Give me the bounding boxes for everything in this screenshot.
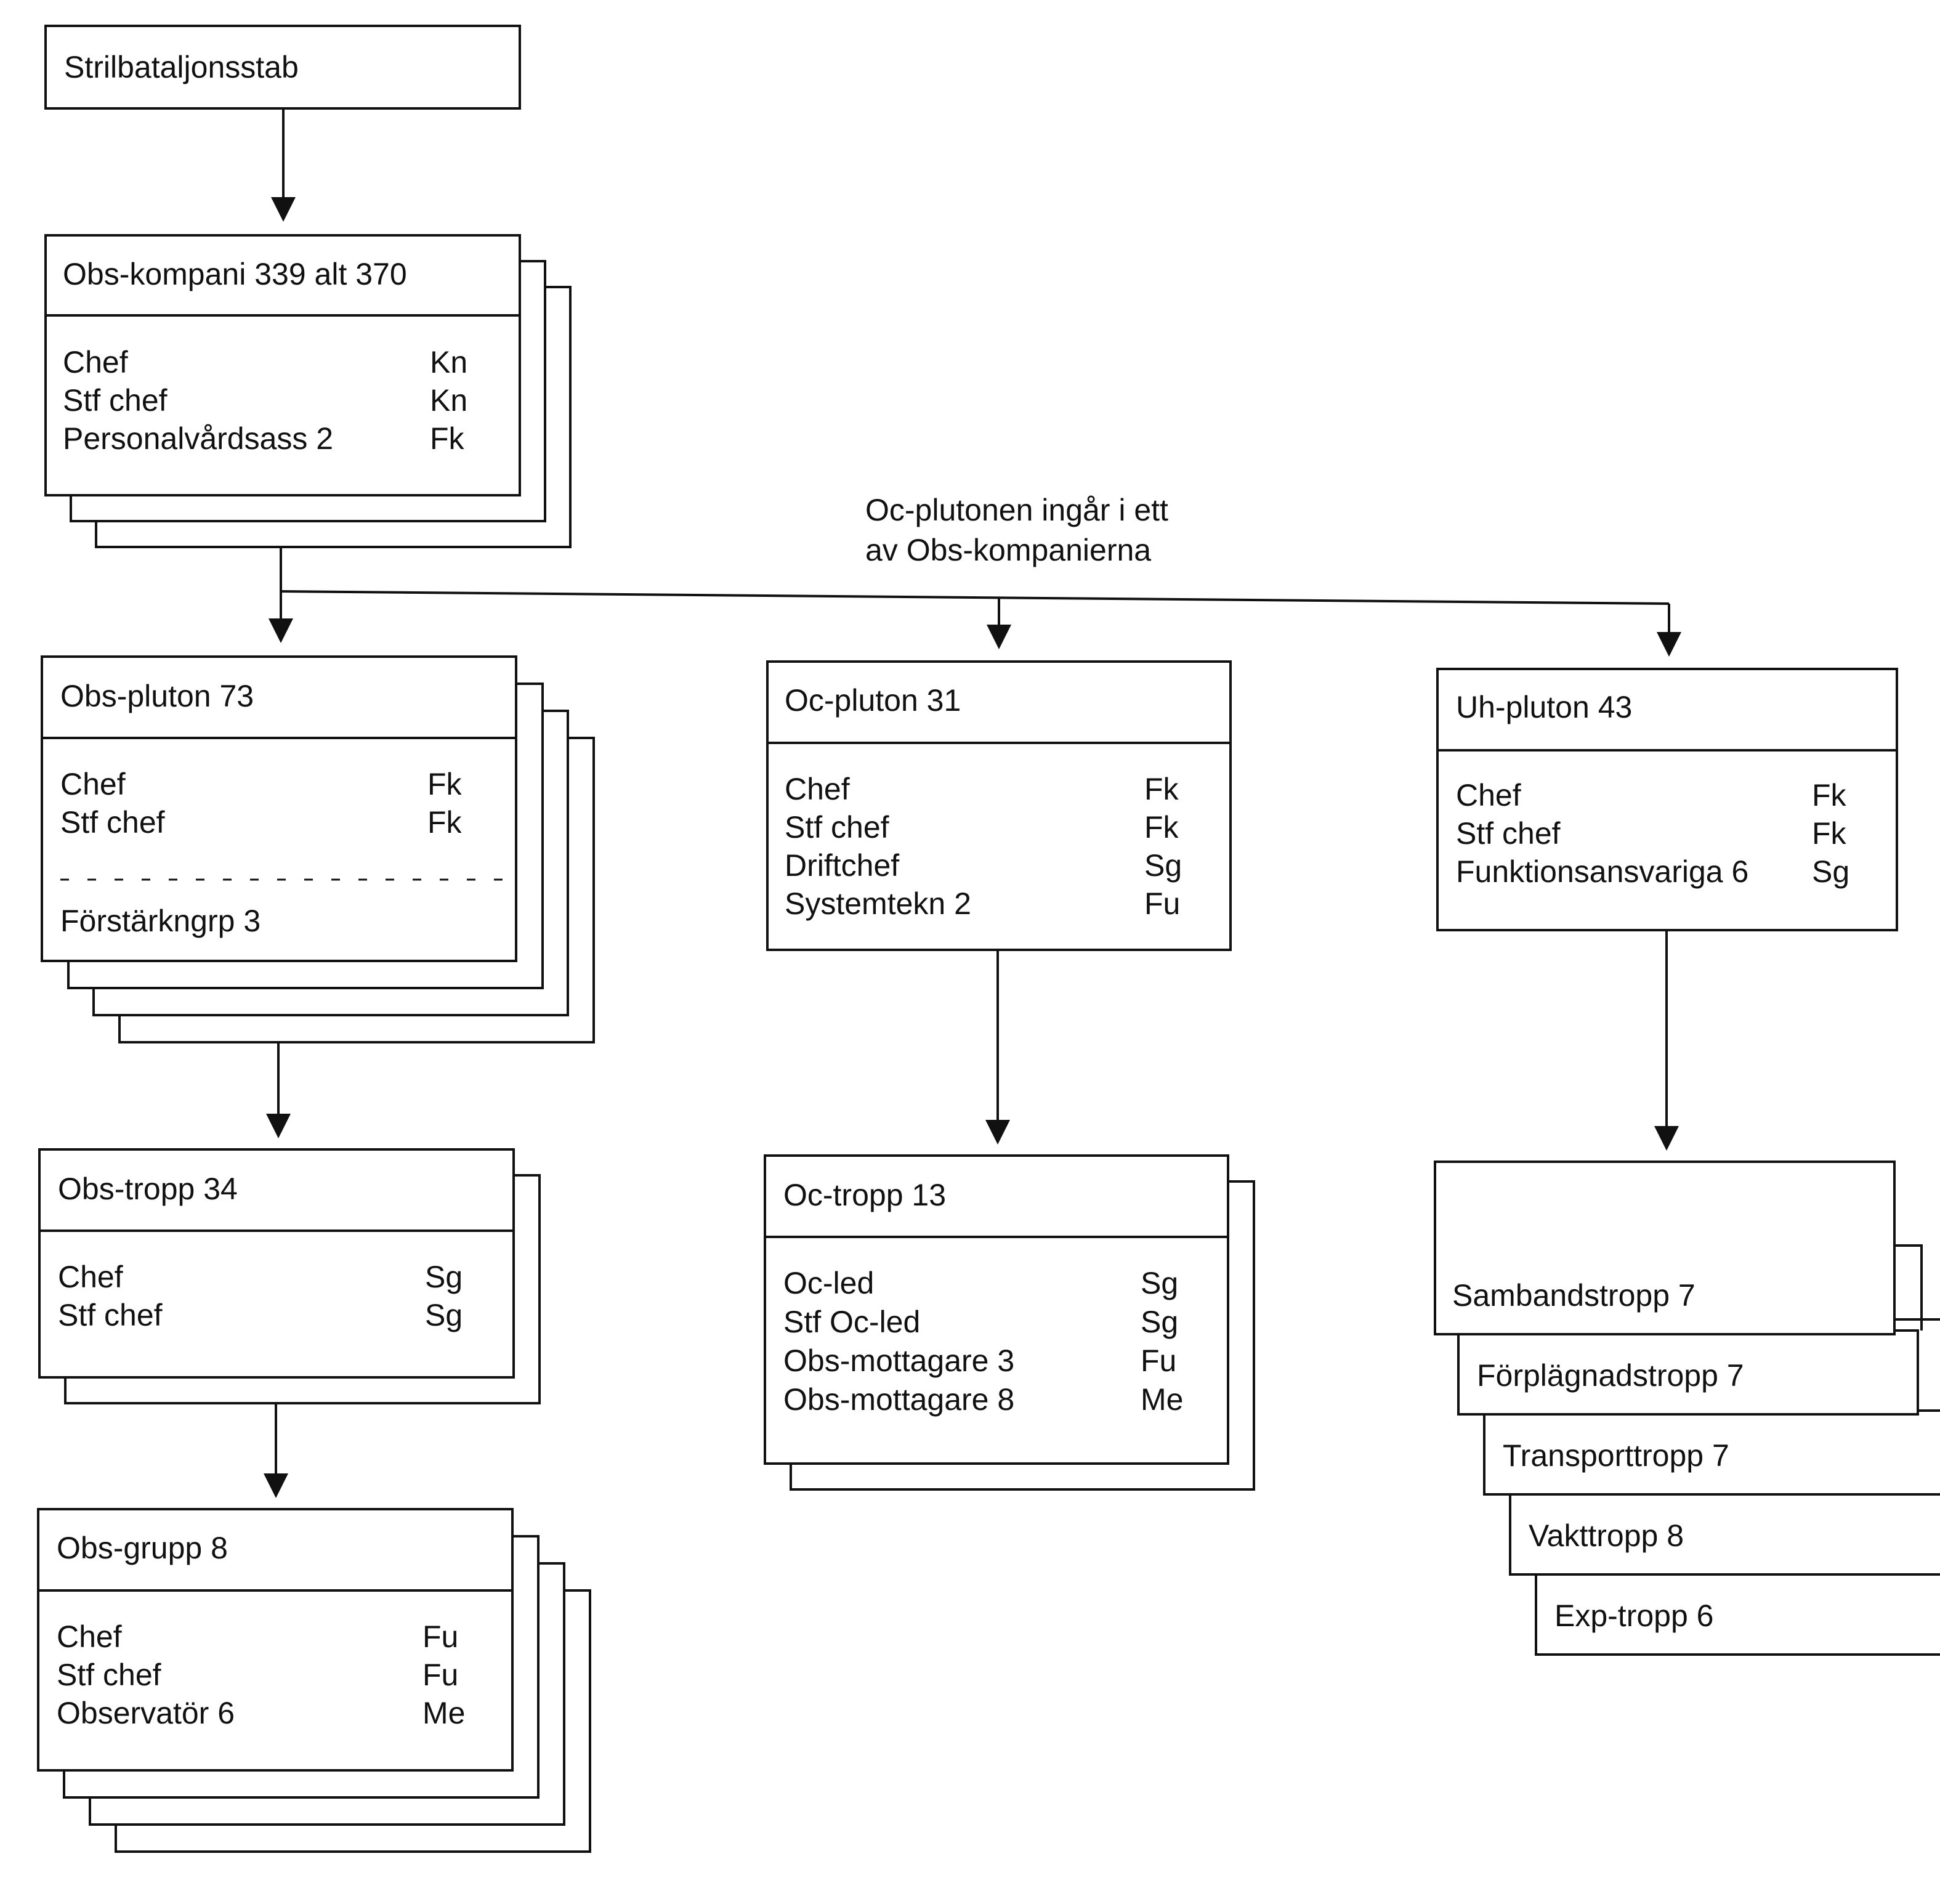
box-oc-tropp-role-1: Stf Oc-led bbox=[783, 1305, 920, 1339]
box-obs-tropp: Obs-tropp 34 Chef Sg Stf chef Sg bbox=[38, 1148, 541, 1404]
note: Oc-plutonen ingår i ett av Obs-kompanier… bbox=[865, 493, 1168, 567]
box-obs-grupp-rank-1: Fu bbox=[422, 1658, 458, 1692]
box-obs-grupp-role-2: Observatör 6 bbox=[57, 1696, 235, 1730]
box-obs-grupp-rank-2: Me bbox=[422, 1696, 465, 1730]
box-obs-kompani-role-0: Chef bbox=[63, 345, 128, 379]
box-uh-pluton-title: Uh-pluton 43 bbox=[1456, 690, 1632, 724]
box-oc-pluton-title: Oc-pluton 31 bbox=[785, 683, 961, 718]
box-obs-kompani-rank-2: Fk bbox=[430, 421, 465, 456]
box-oc-pluton-rank-3: Fu bbox=[1144, 886, 1180, 921]
box-obs-tropp-rank-0: Sg bbox=[425, 1260, 463, 1294]
box-oc-tropp-rank-3: Me bbox=[1141, 1382, 1183, 1417]
box-oc-tropp: Oc-tropp 13 Oc-led Sg Stf Oc-led Sg Obs-… bbox=[764, 1154, 1255, 1491]
box-uh-pluton-rank-0: Fk bbox=[1812, 778, 1847, 812]
branch-line bbox=[280, 590, 1670, 605]
box-obs-kompani-rank-1: Kn bbox=[430, 383, 467, 418]
box-obs-tropp-rank-1: Sg bbox=[425, 1298, 463, 1332]
uh-troop-3: Vakttropp 8 bbox=[1529, 1518, 1684, 1553]
box-uh-pluton-role-0: Chef bbox=[1456, 778, 1521, 812]
box-uh-pluton-role-1: Stf chef bbox=[1456, 816, 1561, 851]
uh-troop-4: Exp-tropp 6 bbox=[1554, 1598, 1713, 1633]
box-uh-pluton-rank-2: Sg bbox=[1812, 854, 1849, 889]
uh-troop-2: Transporttropp 7 bbox=[1503, 1438, 1729, 1473]
box-oc-tropp-rank-0: Sg bbox=[1141, 1266, 1178, 1300]
box-obs-pluton: Obs-pluton 73 Chef Fk Stf chef Fk Förstä… bbox=[41, 655, 595, 1043]
box-obs-pluton-role-1: Stf chef bbox=[60, 805, 165, 840]
uh-troop-0: Sambandstropp 7 bbox=[1452, 1278, 1695, 1313]
box-obs-pluton-role-0: Chef bbox=[60, 767, 126, 801]
box-obs-grupp: Obs-grupp 8 Chef Fu Stf chef Fu Observat… bbox=[37, 1508, 591, 1853]
box-obs-kompani-title: Obs-kompani 339 alt 370 bbox=[63, 257, 407, 291]
box-oc-pluton-role-1: Stf chef bbox=[785, 810, 889, 845]
box-obs-pluton-rank-1: Fk bbox=[427, 805, 463, 840]
box-obs-grupp-role-0: Chef bbox=[57, 1619, 122, 1654]
box-stab-title: Strilbataljonsstab bbox=[64, 50, 299, 84]
box-obs-pluton-rank-0: Fk bbox=[427, 767, 463, 801]
note-line-2: av Obs-kompanierna bbox=[865, 533, 1151, 567]
box-obs-kompani-role-1: Stf chef bbox=[63, 383, 168, 418]
box-oc-pluton-role-0: Chef bbox=[785, 772, 850, 806]
box-oc-tropp-role-2: Obs-mottagare 3 bbox=[783, 1343, 1014, 1378]
box-obs-kompani: Obs-kompani 339 alt 370 Chef Kn Stf chef… bbox=[44, 234, 572, 548]
box-obs-grupp-rank-0: Fu bbox=[422, 1619, 458, 1654]
box-oc-pluton-role-3: Systemtekn 2 bbox=[785, 886, 971, 921]
box-oc-pluton-rank-1: Fk bbox=[1144, 810, 1179, 845]
box-uh-pluton-rank-1: Fk bbox=[1812, 816, 1847, 851]
box-uh-pluton: Uh-pluton 43 Chef Fk Stf chef Fk Funktio… bbox=[1436, 668, 1898, 931]
box-obs-tropp-role-1: Stf chef bbox=[58, 1298, 163, 1332]
box-oc-tropp-rank-1: Sg bbox=[1141, 1305, 1178, 1339]
uh-troop-1: Förplägnadstropp 7 bbox=[1477, 1358, 1744, 1393]
box-oc-pluton-rank-0: Fk bbox=[1144, 772, 1179, 806]
box-oc-tropp-role-3: Obs-mottagare 8 bbox=[783, 1382, 1014, 1417]
box-oc-pluton-role-2: Driftchef bbox=[785, 848, 899, 883]
box-oc-pluton: Oc-pluton 31 Chef Fk Stf chef Fk Driftch… bbox=[766, 660, 1232, 951]
box-obs-tropp-title: Obs-tropp 34 bbox=[58, 1172, 238, 1206]
uh-troops-stack: Sambandstropp 7 Förplägnadstropp 7 Trans… bbox=[1434, 1161, 1940, 1656]
box-obs-tropp-role-0: Chef bbox=[58, 1260, 123, 1294]
box-uh-pluton-role-2: Funktionsansvariga 6 bbox=[1456, 854, 1748, 889]
box-obs-pluton-title: Obs-pluton 73 bbox=[60, 679, 254, 713]
box-oc-pluton-rank-2: Sg bbox=[1144, 848, 1182, 883]
box-obs-grupp-title: Obs-grupp 8 bbox=[57, 1531, 228, 1565]
box-oc-tropp-role-0: Oc-led bbox=[783, 1266, 874, 1300]
box-oc-tropp-rank-2: Fu bbox=[1141, 1343, 1176, 1378]
box-obs-kompani-rank-0: Kn bbox=[430, 345, 467, 379]
box-oc-tropp-title: Oc-tropp 13 bbox=[783, 1178, 946, 1212]
box-stab: Strilbataljonsstab bbox=[44, 25, 521, 110]
box-obs-grupp-role-1: Stf chef bbox=[57, 1658, 161, 1692]
box-obs-pluton-extra: Förstärkngrp 3 bbox=[60, 904, 261, 938]
note-line-1: Oc-plutonen ingår i ett bbox=[865, 493, 1168, 527]
box-obs-kompani-role-2: Personalvårdsass 2 bbox=[63, 421, 333, 456]
